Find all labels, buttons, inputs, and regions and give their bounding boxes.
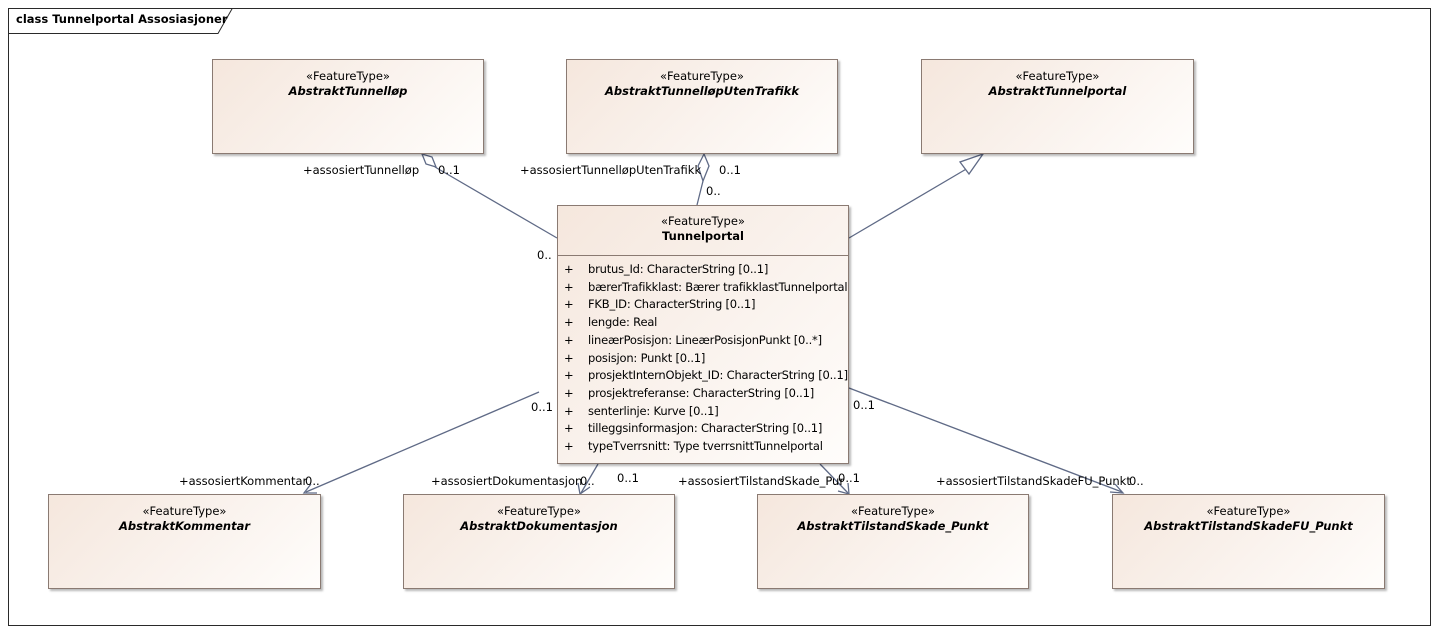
multiplicity-uten-trafikk-source: 0.. bbox=[706, 184, 721, 198]
attribute-row: + lengde: Real bbox=[564, 314, 846, 332]
attribute-row: + bærerTrafikklast: Bærer trafikklastTunn… bbox=[564, 279, 848, 297]
multiplicity-tunnellop-target: 0..1 bbox=[438, 163, 460, 177]
attribute-row: + tilleggsinformasjon: CharacterString [0… bbox=[564, 420, 846, 438]
role-label-uten-trafikk: +assosiertTunnelløpUtenTrafikk bbox=[520, 163, 702, 177]
class-stereotype: «FeatureType» bbox=[661, 214, 745, 228]
class-abstrakt-kommentar[interactable]: «FeatureType» AbstraktKommentar bbox=[48, 494, 321, 589]
edge-tunnellop bbox=[434, 166, 558, 239]
attribute-text: prosjektInternObjekt_ID: CharacterString… bbox=[588, 368, 848, 383]
visibility-marker: + bbox=[564, 439, 574, 454]
class-abstrakt-dokumentasjon[interactable]: «FeatureType» AbstraktDokumentasjon bbox=[403, 494, 675, 589]
visibility-marker: + bbox=[564, 332, 574, 347]
class-abstrakt-tunnellop-uten-trafikk[interactable]: «FeatureType» AbstraktTunnelløpUtenTrafi… bbox=[566, 59, 838, 154]
class-stereotype: «FeatureType» bbox=[497, 504, 581, 518]
diagram-frame-tab bbox=[8, 8, 233, 34]
class-name: AbstraktTunnelløpUtenTrafikk bbox=[605, 84, 799, 98]
role-label-tilstand-skade: +assosiertTilstandSkade_Pur bbox=[678, 474, 845, 488]
edge-dokumentasjon bbox=[580, 463, 599, 494]
attribute-row: + posisjon: Punkt [0..1] bbox=[564, 350, 846, 368]
class-stereotype: «FeatureType» bbox=[142, 504, 227, 518]
attribute-text: senterlinje: Kurve [0..1] bbox=[588, 403, 719, 418]
class-abstrakt-tilstand-skade-fu-punkt[interactable]: «FeatureType» AbstraktTilstandSkadeFU_Pu… bbox=[1112, 494, 1385, 589]
attribute-row: + brutus_Id: CharacterString [0..1] bbox=[564, 261, 846, 279]
multiplicity-tilstand-skade-fu-target: 0.. bbox=[1129, 474, 1144, 488]
class-stereotype: «FeatureType» bbox=[306, 69, 390, 83]
attribute-row: + lineærPosisjon: LineærPosisjonPunkt [0.… bbox=[564, 332, 846, 350]
attribute-row: + prosjektInternObjekt_ID: CharacterStrin… bbox=[564, 367, 848, 385]
visibility-marker: + bbox=[564, 315, 574, 330]
multiplicity-dokumentasjon-source: 0..1 bbox=[617, 471, 639, 485]
aggregation-diamond-uten-trafikk bbox=[697, 152, 710, 183]
class-name: AbstraktDokumentasjon bbox=[460, 519, 618, 533]
class-stereotype: «FeatureType» bbox=[660, 69, 744, 83]
multiplicity-tunnellop-source: 0.. bbox=[537, 248, 552, 262]
role-label-tilstand-skade-fu: +assosiertTilstandSkadeFU_Punkt bbox=[936, 474, 1131, 488]
attribute-text: lengde: Real bbox=[588, 315, 658, 330]
attribute-text: posisjon: Punkt [0..1] bbox=[588, 350, 706, 365]
class-name: AbstraktTilstandSkadeFU_Punkt bbox=[1144, 519, 1353, 533]
attribute-text: bærerTrafikklast: Bærer trafikklastTunne… bbox=[588, 279, 848, 294]
class-tunnelportal[interactable]: «FeatureType» Tunnelportal + brutus_Id: C… bbox=[557, 205, 849, 464]
class-name: AbstraktTilstandSkade_Punkt bbox=[797, 519, 989, 533]
attribute-separator bbox=[558, 255, 848, 256]
class-name: AbstraktKommentar bbox=[118, 519, 251, 533]
attribute-row: + typeTverrsnitt: Type tverrsnittTunnelpo… bbox=[564, 438, 846, 456]
role-label-dokumentasjon: +assosiertDokumentasjon bbox=[431, 474, 583, 488]
visibility-marker: + bbox=[564, 403, 574, 418]
class-name: AbstraktTunnelløp bbox=[288, 84, 408, 98]
class-abstrakt-tilstand-skade-punkt[interactable]: «FeatureType» AbstraktTilstandSkade_Punk… bbox=[757, 494, 1029, 589]
edge-tilstand-skade bbox=[819, 463, 849, 494]
class-name: AbstraktTunnelportal bbox=[988, 84, 1127, 98]
multiplicity-tilstand-skade-fu-source: 0..1 bbox=[853, 398, 875, 412]
attribute-text: tilleggsinformasjon: CharacterString [0.… bbox=[588, 421, 823, 436]
visibility-marker: + bbox=[564, 421, 574, 436]
class-stereotype: «FeatureType» bbox=[1015, 69, 1100, 83]
multiplicity-tilstand-skade-target: 0..1 bbox=[838, 471, 860, 485]
attribute-text: brutus_Id: CharacterString [0..1] bbox=[588, 262, 769, 276]
edge-tilstand-skade-fu bbox=[848, 387, 1123, 493]
role-label-tunnellop: +assosiertTunnelløp bbox=[303, 163, 420, 177]
class-name: Tunnelportal bbox=[662, 229, 744, 243]
diagram-title: class Tunnelportal Assosiasjoner bbox=[16, 12, 228, 26]
attribute-row: + prosjektreferanse: CharacterString [0..… bbox=[564, 385, 846, 403]
generalization-triangle bbox=[958, 152, 985, 176]
class-stereotype: «FeatureType» bbox=[1206, 504, 1291, 518]
visibility-marker: + bbox=[564, 262, 574, 276]
multiplicity-kommentar-source: 0..1 bbox=[531, 400, 553, 414]
role-label-kommentar: +assosiertKommentar bbox=[179, 474, 308, 488]
diagram-frame bbox=[8, 8, 1431, 626]
edge-kommentar bbox=[305, 391, 540, 493]
arrow-kommentar bbox=[302, 483, 317, 494]
attribute-text: prosjektreferanse: CharacterString [0..1… bbox=[588, 385, 815, 400]
visibility-marker: + bbox=[564, 385, 574, 400]
visibility-marker: + bbox=[564, 350, 574, 365]
class-abstrakt-tunnelportal[interactable]: «FeatureType» AbstraktTunnelportal bbox=[921, 59, 1194, 154]
attribute-row: + senterlinje: Kurve [0..1] bbox=[564, 403, 846, 421]
edge-uten-trafikk bbox=[696, 180, 704, 206]
multiplicity-uten-trafikk-target: 0..1 bbox=[719, 163, 741, 177]
edge-generalization bbox=[848, 167, 969, 239]
aggregation-diamond-tunnellop bbox=[420, 152, 438, 169]
class-stereotype: «FeatureType» bbox=[851, 504, 935, 518]
multiplicity-dokumentasjon-target: 0.. bbox=[580, 474, 595, 488]
attribute-row: + FKB_ID: CharacterString [0..1] bbox=[564, 296, 846, 314]
class-abstrakt-tunnellop[interactable]: «FeatureType» AbstraktTunnelløp bbox=[212, 59, 484, 154]
visibility-marker: + bbox=[564, 279, 574, 294]
multiplicity-kommentar-target: 0.. bbox=[305, 474, 320, 488]
attribute-text: lineærPosisjon: LineærPosisjonPunkt [0..… bbox=[588, 332, 822, 347]
visibility-marker: + bbox=[564, 368, 574, 383]
attribute-list: + brutus_Id: CharacterString [0..1] + bærer… bbox=[564, 261, 848, 456]
attribute-text: FKB_ID: CharacterString [0..1] bbox=[588, 297, 756, 312]
visibility-marker: + bbox=[564, 297, 574, 312]
attribute-text: typeTverrsnitt: Type tverrsnittTunnelpor… bbox=[588, 439, 823, 454]
arrow-tilstand-skade-fu bbox=[1109, 483, 1125, 494]
